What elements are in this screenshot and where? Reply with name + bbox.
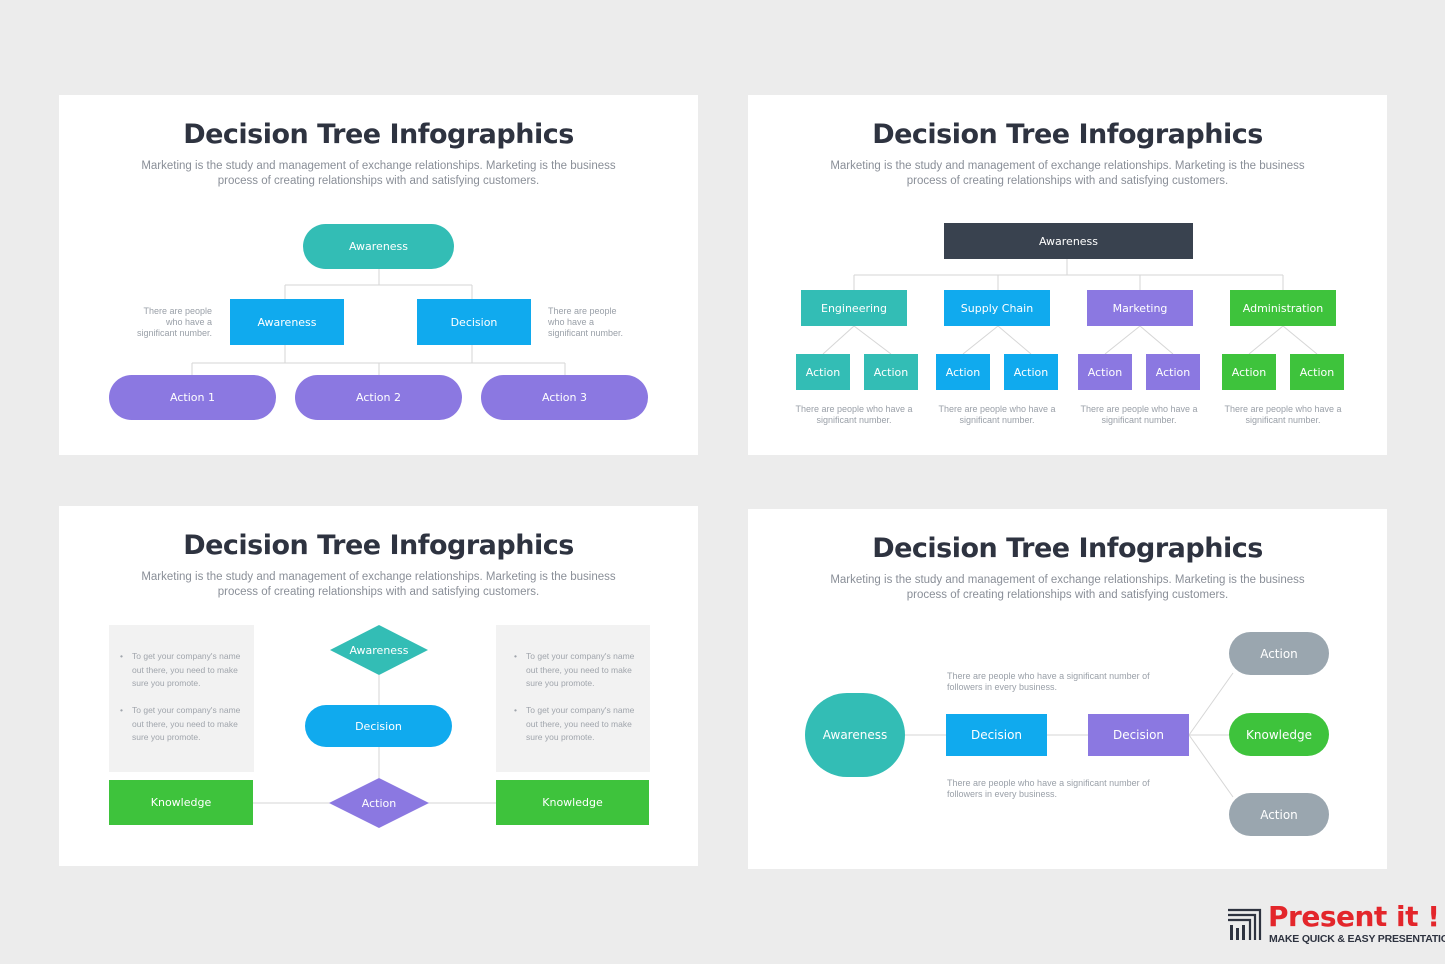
- outcome-knowledge: Knowledge: [1229, 713, 1329, 756]
- root-node-awareness: Awareness: [805, 693, 905, 777]
- connector-lines: [822, 259, 1318, 355]
- supply-chain-action-1: Action: [936, 354, 990, 390]
- administration-action-2: Action: [1290, 354, 1344, 390]
- decision-node: Decision: [417, 299, 531, 345]
- slide-title: Decision Tree Infographics: [872, 119, 1263, 150]
- logo-mark-icon: [1228, 908, 1262, 940]
- slide-title: Decision Tree Infographics: [183, 119, 574, 150]
- awareness-diamond: [330, 625, 428, 675]
- slide-3: Decision Tree Infographics Marketing is …: [59, 506, 698, 866]
- action-label: Action: [361, 796, 397, 810]
- right-bullet-2: To get your company's name out there, yo…: [514, 704, 636, 745]
- left-bullet-2: To get your company's name out there, yo…: [120, 704, 242, 745]
- decision-node-1: Decision: [946, 714, 1047, 756]
- bottom-note: There are people who have a significant …: [947, 778, 1150, 799]
- slide-4: Decision Tree Infographics Marketing is …: [748, 509, 1387, 869]
- connector-lines: [191, 269, 566, 375]
- marketing-note: There are people who have a significant …: [1080, 404, 1198, 425]
- logo-name: Present it !: [1268, 900, 1440, 933]
- category-engineering: Engineering: [801, 290, 907, 326]
- connector-lines: [905, 672, 1234, 798]
- slide-subtitle: Marketing is the study and management of…: [141, 571, 616, 598]
- slide-1: Decision Tree Infographics Marketing is …: [59, 95, 698, 455]
- right-knowledge-node: Knowledge: [496, 780, 649, 825]
- supply-chain-note: There are people who have a significant …: [938, 404, 1056, 425]
- marketing-action-1: Action: [1078, 354, 1132, 390]
- engineering-note: There are people who have a significant …: [795, 404, 913, 425]
- left-bullet-1: To get your company's name out there, yo…: [120, 650, 242, 691]
- slide-title: Decision Tree Infographics: [183, 530, 574, 561]
- brand-logo: Present it ! MAKE QUICK & EASY PRESENTAT…: [1226, 900, 1445, 950]
- slide-subtitle: Marketing is the study and management of…: [141, 160, 616, 187]
- category-administration: Administration: [1230, 290, 1336, 326]
- right-info-panel: To get your company's name out there, yo…: [496, 625, 650, 772]
- administration-note: There are people who have a significant …: [1224, 404, 1342, 425]
- top-note: There are people who have a significant …: [947, 671, 1150, 692]
- root-node-awareness: Awareness: [303, 224, 454, 269]
- logo-tagline: MAKE QUICK & EASY PRESENTATIONS: [1269, 933, 1445, 945]
- administration-action-1: Action: [1222, 354, 1276, 390]
- slide-subtitle: Marketing is the study and management of…: [830, 574, 1305, 601]
- action-1-node: Action 1: [109, 375, 276, 420]
- right-note: There are people who have a significant …: [548, 306, 624, 338]
- slide-2: Decision Tree Infographics Marketing is …: [748, 95, 1387, 455]
- decision-node-2: Decision: [1088, 714, 1189, 756]
- left-note: There are people who have a significant …: [136, 306, 212, 338]
- engineering-action-2: Action: [864, 354, 918, 390]
- outcome-action-bottom: Action: [1229, 793, 1329, 836]
- category-marketing: Marketing: [1087, 290, 1193, 326]
- marketing-action-2: Action: [1146, 354, 1200, 390]
- category-supply-chain: Supply Chain: [944, 290, 1050, 326]
- supply-chain-action-2: Action: [1004, 354, 1058, 390]
- awareness-node: Awareness: [230, 299, 344, 345]
- slide-subtitle: Marketing is the study and management of…: [830, 160, 1305, 187]
- action-diamond: [329, 778, 429, 828]
- decision-node: Decision: [305, 705, 452, 747]
- right-bullet-1: To get your company's name out there, yo…: [514, 650, 636, 691]
- engineering-action-1: Action: [796, 354, 850, 390]
- left-knowledge-node: Knowledge: [109, 780, 253, 825]
- slide-title: Decision Tree Infographics: [872, 533, 1263, 564]
- action-3-node: Action 3: [481, 375, 648, 420]
- awareness-label: Awareness: [349, 643, 409, 657]
- flow-shapes: [253, 625, 496, 828]
- root-node-awareness: Awareness: [944, 223, 1193, 259]
- left-info-panel: To get your company's name out there, yo…: [109, 625, 254, 772]
- outcome-action-top: Action: [1229, 632, 1329, 675]
- action-2-node: Action 2: [295, 375, 462, 420]
